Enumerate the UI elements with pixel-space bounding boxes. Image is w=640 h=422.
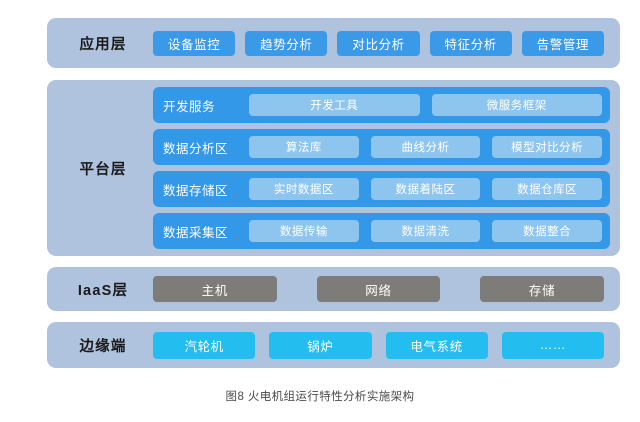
platform-row-1-item-1[interactable]: 曲线分析 xyxy=(370,136,481,158)
application-item-3[interactable]: 特征分析 xyxy=(429,30,512,56)
platform-row-2-item-2[interactable]: 数据仓库区 xyxy=(492,178,603,200)
iaas-item-2[interactable]: 存储 xyxy=(480,276,605,302)
iaas-item-list: 主机 网络 存储 xyxy=(153,276,608,302)
platform-row-collection: 数据采集区 数据传输 数据清洗 数据整合 xyxy=(153,213,610,249)
application-item-2[interactable]: 对比分析 xyxy=(337,30,420,56)
application-item-list: 设备监控 趋势分析 对比分析 特征分析 告警管理 xyxy=(153,30,608,56)
platform-row-2-label: 数据存储区 xyxy=(163,183,229,198)
edge-item-list: 汽轮机 锅炉 电气系统 …… xyxy=(153,331,608,359)
platform-row-3-item-2[interactable]: 数据整合 xyxy=(492,220,603,242)
layer-iaas-label: IaaS层 xyxy=(77,282,129,299)
platform-row-storage: 数据存储区 实时数据区 数据着陆区 数据仓库区 xyxy=(153,171,610,207)
platform-row-2-item-0[interactable]: 实时数据区 xyxy=(249,178,359,200)
layer-edge-label: 边缘端 xyxy=(79,338,127,355)
platform-row-list: 开发服务 开发工具 微服务框架 数据分析区 算法库 曲线分析 模型对比分析 数据… xyxy=(153,87,610,249)
edge-item-2[interactable]: 电气系统 xyxy=(385,331,488,359)
platform-row-0-item-0[interactable]: 开发工具 xyxy=(249,94,420,116)
platform-row-1-item-0[interactable]: 算法库 xyxy=(249,136,359,158)
platform-row-development: 开发服务 开发工具 微服务框架 xyxy=(153,87,610,123)
platform-row-0-items: 开发工具 微服务框架 xyxy=(249,94,602,116)
platform-row-3-label: 数据采集区 xyxy=(163,225,229,240)
platform-row-1-label: 数据分析区 xyxy=(163,141,229,156)
edge-item-3[interactable]: …… xyxy=(501,331,604,359)
iaas-item-0[interactable]: 主机 xyxy=(153,276,277,302)
platform-row-1-item-2[interactable]: 模型对比分析 xyxy=(492,136,603,158)
application-item-1[interactable]: 趋势分析 xyxy=(245,30,328,56)
layer-application-label: 应用层 xyxy=(79,36,127,53)
application-item-0[interactable]: 设备监控 xyxy=(153,30,236,56)
platform-row-0-label: 开发服务 xyxy=(163,99,216,114)
layer-edge: 边缘端 汽轮机 锅炉 电气系统 …… xyxy=(47,322,620,368)
edge-item-1[interactable]: 锅炉 xyxy=(269,331,372,359)
platform-row-3-item-1[interactable]: 数据清洗 xyxy=(370,220,481,242)
platform-row-0-item-1[interactable]: 微服务框架 xyxy=(431,94,602,116)
figure-caption: 图8 火电机组运行特性分析实施架构 xyxy=(225,391,415,403)
platform-row-analysis: 数据分析区 算法库 曲线分析 模型对比分析 xyxy=(153,129,610,165)
architecture-diagram: 应用层 设备监控 趋势分析 对比分析 特征分析 告警管理 平台层 开发服务 开发… xyxy=(47,18,620,368)
edge-item-0[interactable]: 汽轮机 xyxy=(153,331,256,359)
application-item-4[interactable]: 告警管理 xyxy=(521,30,605,56)
platform-row-1-items: 算法库 曲线分析 模型对比分析 xyxy=(249,136,603,158)
layer-platform-label: 平台层 xyxy=(79,161,127,178)
layer-iaas: IaaS层 主机 网络 存储 xyxy=(47,267,620,311)
platform-row-2-items: 实时数据区 数据着陆区 数据仓库区 xyxy=(249,178,603,200)
layer-platform: 平台层 开发服务 开发工具 微服务框架 数据分析区 算法库 曲线分析 模型对比分… xyxy=(47,80,620,256)
platform-row-3-items: 数据传输 数据清洗 数据整合 xyxy=(249,220,603,242)
layer-application: 应用层 设备监控 趋势分析 对比分析 特征分析 告警管理 xyxy=(47,18,620,68)
platform-row-3-item-0[interactable]: 数据传输 xyxy=(249,220,359,242)
iaas-item-1[interactable]: 网络 xyxy=(316,276,441,302)
platform-row-2-item-1[interactable]: 数据着陆区 xyxy=(370,178,481,200)
